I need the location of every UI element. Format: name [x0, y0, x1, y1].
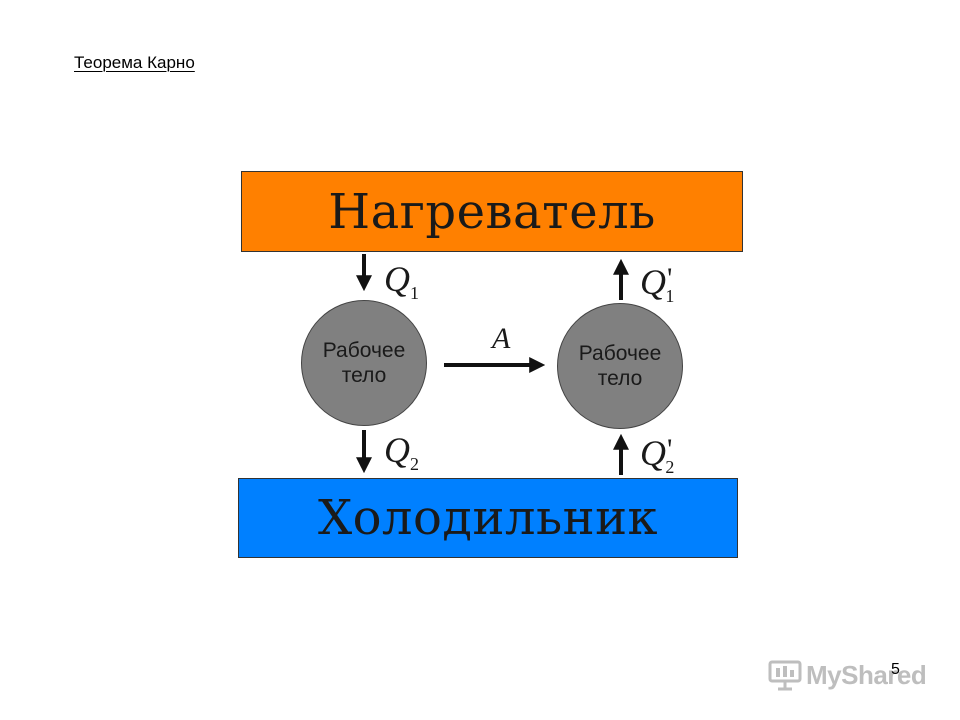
- working-body-right-line2: тело: [597, 367, 643, 390]
- cooler-label: Холодильник: [317, 490, 659, 546]
- q1-prime-label: Q'1: [640, 261, 674, 314]
- working-body-left-line1: Рабочее: [322, 339, 406, 362]
- q1-subscript: 1: [410, 283, 419, 303]
- working-body-right-line1: Рабочее: [578, 342, 662, 365]
- slide-title: Теорема Карно: [74, 53, 195, 72]
- heater-label: Нагреватель: [328, 183, 656, 240]
- q1-label: Q1: [384, 261, 419, 311]
- q2-subscript: 2: [410, 454, 419, 474]
- q2-prime-subscript: 2: [665, 457, 675, 477]
- q1-prime-mark: ': [667, 262, 673, 295]
- watermark-text: MyShared: [806, 659, 927, 690]
- presentation-icon: [768, 660, 802, 691]
- q2-prime-symbol: Q: [640, 433, 666, 473]
- q2-symbol: Q: [384, 430, 410, 470]
- q1-prime-subscript: 1: [665, 286, 675, 306]
- q2-label: Q2: [384, 432, 419, 482]
- working-body-right: Рабочее тело: [557, 303, 683, 429]
- q1-prime-symbol: Q: [640, 262, 666, 302]
- q2-prime-mark: ': [667, 433, 673, 466]
- q1-symbol: Q: [384, 259, 410, 299]
- page-number: 5: [891, 661, 900, 678]
- cooler-box: Холодильник: [238, 478, 738, 558]
- heater-box: Нагреватель: [241, 171, 743, 252]
- working-body-left: Рабочее тело: [301, 300, 427, 426]
- q2-prime-label: Q'2: [640, 432, 674, 485]
- work-label: A: [492, 322, 511, 355]
- working-body-left-line2: тело: [341, 364, 387, 387]
- watermark: MyShared: [768, 655, 928, 695]
